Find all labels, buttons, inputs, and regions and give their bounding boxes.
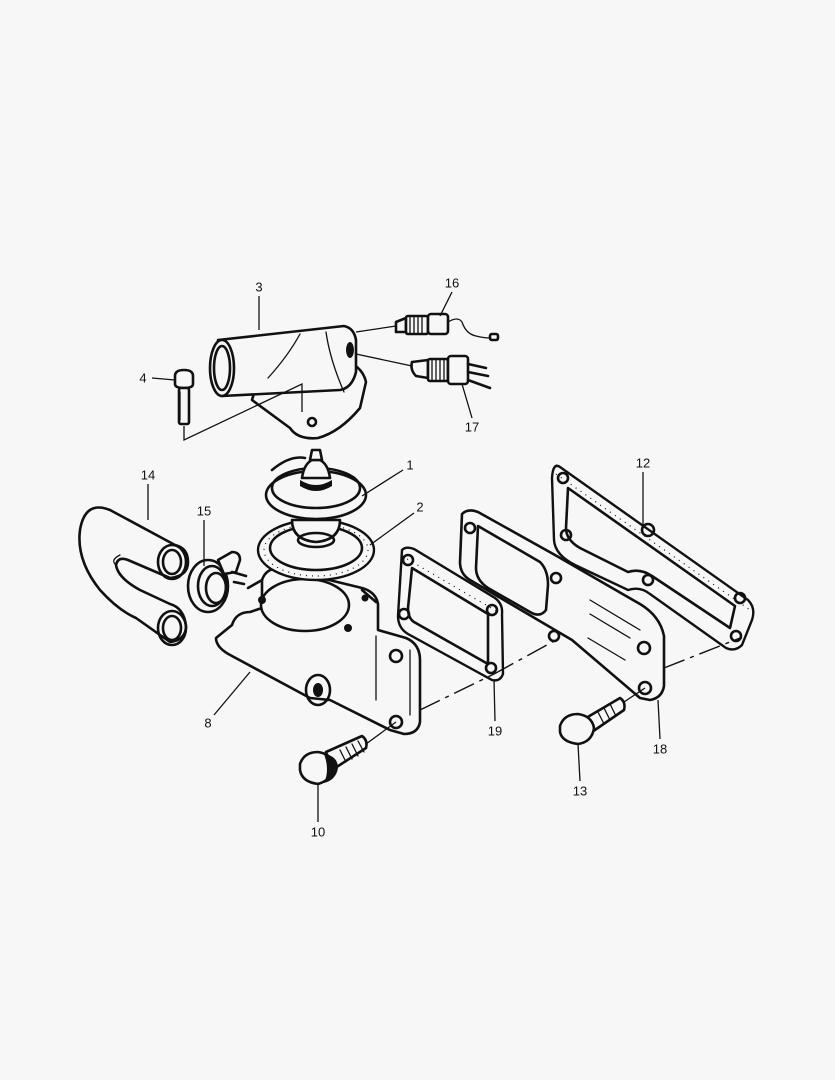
callout-1: 1 — [406, 457, 414, 473]
callout-3: 3 — [255, 279, 263, 295]
callout-18: 18 — [652, 741, 668, 757]
callout-12: 12 — [635, 455, 651, 471]
callout-13: 13 — [572, 783, 588, 799]
callout-16: 16 — [444, 275, 460, 291]
callout-4: 4 — [139, 370, 147, 386]
part-14-bypass-hose — [78, 506, 190, 647]
part-1-thermostat — [264, 448, 368, 549]
part-13-adaptor-bolt — [558, 696, 626, 746]
callout-2: 2 — [416, 499, 424, 515]
callout-10: 10 — [310, 824, 326, 840]
leader-lines — [147, 291, 661, 822]
sensor-line-16 — [355, 325, 397, 333]
callout-19: 19 — [487, 723, 503, 739]
bolt-line-4 — [183, 382, 303, 442]
callout-14: 14 — [140, 467, 156, 483]
centre-line-lower — [419, 673, 495, 711]
bolt-line-10 — [365, 721, 397, 745]
bolt-line-13 — [623, 687, 646, 703]
callout-17: 17 — [464, 419, 480, 435]
part-8-thermostat-housing — [214, 566, 422, 736]
part-10-housing-bolt — [298, 734, 368, 786]
sensor-line-17 — [355, 353, 413, 367]
part-16-temperature-sender — [394, 312, 500, 342]
part-19-inner-gasket — [396, 546, 505, 682]
part-12-outer-gasket — [550, 464, 755, 651]
part-17-temperature-switch — [410, 354, 492, 390]
callout-8: 8 — [204, 715, 212, 731]
part-18-adaptor-plate — [458, 509, 666, 702]
part-3-thermostat-cover — [208, 324, 368, 440]
centre-line-middle — [493, 639, 557, 675]
callout-15: 15 — [196, 503, 212, 519]
part-2-seal-ring — [256, 518, 376, 582]
part-4-cover-bolt — [173, 368, 195, 426]
centre-line-upper — [663, 637, 741, 669]
part-15-hose-clip — [186, 550, 248, 614]
